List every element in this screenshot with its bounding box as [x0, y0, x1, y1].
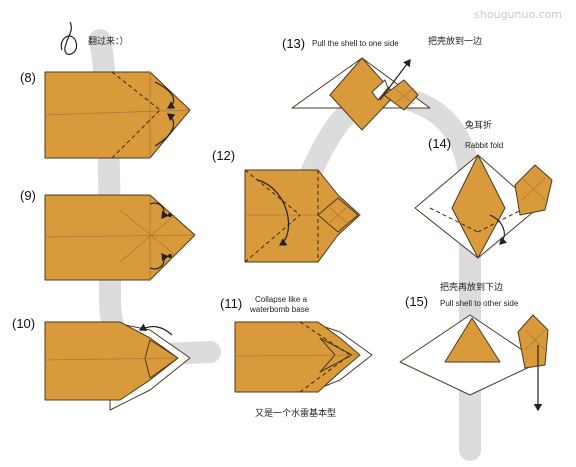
step-15: 把壳再放到下边 (15) Pull shell to other side: [399, 281, 549, 412]
intro-flip: 翻过来：）: [60, 21, 129, 55]
step-12: (12): [212, 148, 361, 263]
step-number: (8): [20, 70, 36, 85]
step-number: (13): [282, 36, 305, 51]
step-caption-zh: 把壳放到一边: [428, 35, 482, 47]
step-caption-zh: 兔耳折: [465, 119, 492, 131]
step-13: (13) Pull the shell to one side 把壳放到一边: [282, 35, 482, 131]
step-caption-en: Rabbit fold: [465, 141, 503, 150]
step-caption-en: Pull shell to other side: [440, 299, 519, 308]
step-caption-en-1: Collapse like a: [255, 295, 308, 304]
step-caption-en: Pull the shell to one side: [312, 39, 399, 48]
step-caption-zh: 又是一个水雷基本型: [255, 407, 336, 419]
step-number: (14): [428, 136, 451, 151]
step-8: (8): [20, 70, 191, 159]
step-11: (11) Collapse like a waterbomb base 又是一个…: [220, 295, 373, 419]
flip-over-icon: [60, 21, 78, 55]
intro-label: 翻过来：）: [88, 35, 129, 47]
step-caption-zh: 把壳再放到下边: [440, 281, 503, 293]
step-10: (10): [12, 316, 191, 411]
step-number: (9): [20, 188, 36, 203]
step-caption-en-2: waterbomb base: [249, 305, 310, 314]
step-number: (10): [12, 316, 35, 331]
step-number: (12): [212, 148, 235, 163]
watermark: shougunuo.com: [474, 8, 562, 21]
step-14: 兔耳折 (14) Rabbit fold: [414, 119, 553, 259]
step-9: (9): [20, 188, 196, 281]
step-number: (15): [405, 294, 428, 309]
step-number: (11): [220, 296, 242, 311]
